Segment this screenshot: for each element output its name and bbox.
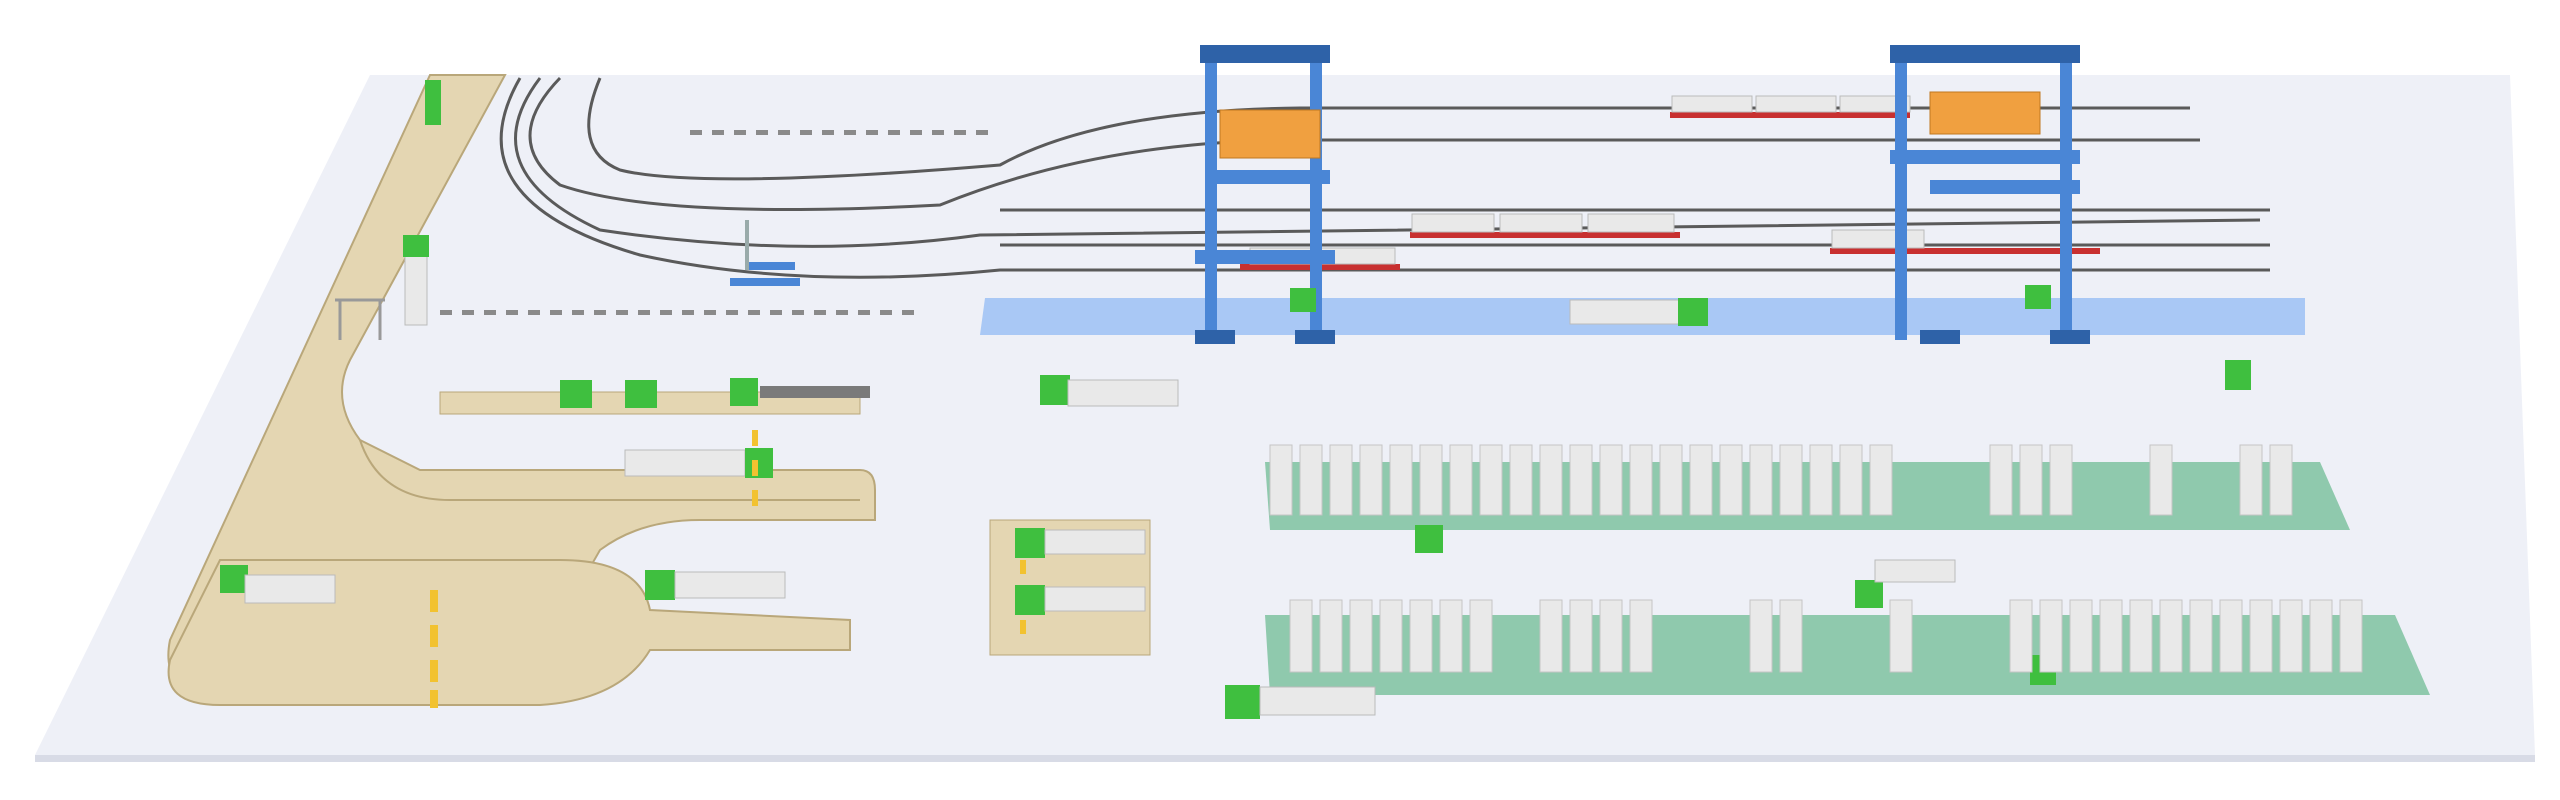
terminal-ground-edge <box>35 755 2535 762</box>
holding-area-upper <box>359 439 860 501</box>
truck <box>645 570 786 600</box>
truck <box>625 380 657 408</box>
dashed-markers <box>440 130 988 315</box>
truck <box>1015 528 1146 558</box>
truck <box>730 378 870 406</box>
gate-barriers <box>430 430 1026 708</box>
truck <box>624 448 773 478</box>
truck <box>220 565 336 604</box>
truck <box>403 235 429 326</box>
gate-portal <box>335 298 385 340</box>
truck <box>1569 298 1708 326</box>
gate-area-lower <box>167 559 851 706</box>
truck <box>1015 585 1146 615</box>
gantry-crane-right <box>1890 45 2090 344</box>
truck <box>1225 685 1376 719</box>
truck <box>2025 285 2051 309</box>
truck <box>560 380 592 408</box>
truck <box>1415 525 1443 553</box>
gantry-crane-left <box>1195 45 1335 344</box>
truck <box>1290 288 1316 312</box>
rail-tracks <box>499 76 2270 279</box>
stored-containers-top <box>1269 444 2293 516</box>
trucks <box>220 80 2251 719</box>
truck <box>425 80 441 125</box>
truck <box>2225 360 2251 390</box>
stored-containers-bottom <box>1289 599 2363 673</box>
storage-yard-top <box>1265 462 2350 530</box>
truck <box>1040 375 1179 407</box>
mast-crane-small <box>730 220 800 286</box>
truck <box>1855 559 1956 608</box>
